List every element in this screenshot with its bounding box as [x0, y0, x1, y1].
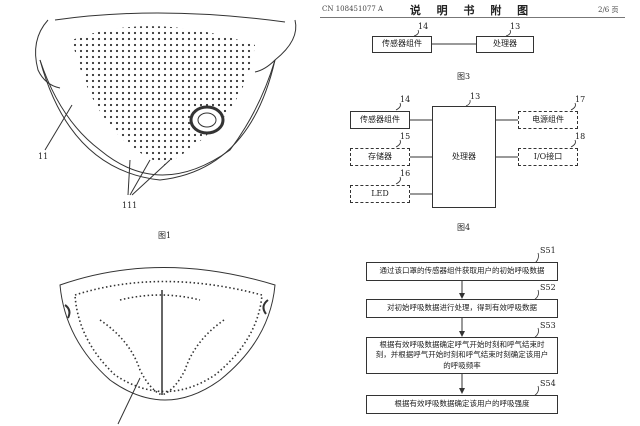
fig3-processor-label: 处理器	[493, 39, 517, 49]
figure3-caption: 图3	[457, 72, 471, 81]
step-s53-text: 根据有效呼吸数据确定呼气开始时刻和呼气结束时刻，并根据呼气开始时刻和呼气结束时刻…	[375, 340, 549, 370]
fig4-storage-label: 存储器	[368, 151, 392, 161]
fig4-storage-num: 15	[400, 132, 411, 141]
fig4-led-label: LED	[371, 188, 389, 198]
fig3-leaders	[413, 29, 511, 37]
figure4-caption: 图4	[457, 223, 471, 232]
fig4-io-box: I/O接口	[518, 148, 578, 166]
step-s54-id: S54	[540, 379, 556, 388]
step-s51-id: S51	[540, 246, 556, 255]
patent-number: CN 108451077 A	[322, 5, 384, 13]
header-rule	[320, 17, 625, 18]
mask-inner-drawing	[59, 267, 276, 425]
step-s52-box: 对初始呼吸数据进行处理，得到有效呼吸数据	[366, 299, 558, 318]
fig4-connectors	[410, 119, 518, 195]
step-s54-box: 根据有效呼吸数据确定该用户的呼吸强度	[366, 395, 558, 414]
fig3-processor-num: 13	[510, 22, 521, 31]
step-s53-id: S53	[540, 321, 556, 330]
fig4-led-num: 16	[400, 169, 411, 178]
fig4-processor-num: 13	[470, 92, 481, 101]
fig4-sensor-box: 传感器组件	[350, 111, 410, 129]
fig4-leaders	[395, 99, 576, 185]
label-breathing-holes: 111	[122, 201, 138, 210]
figure1-caption: 图1	[158, 231, 172, 240]
fig4-sensor-label: 传感器组件	[360, 114, 400, 124]
step-s51-box: 通过该口罩的传感器组件获取用户的初始呼吸数据	[366, 262, 558, 281]
label-mask-body: 11	[38, 152, 49, 161]
fig3-sensor-label: 传感器组件	[382, 39, 422, 49]
fig4-processor-label: 处理器	[452, 151, 476, 161]
step-s52-id: S52	[540, 283, 556, 292]
fig4-sensor-num: 14	[400, 95, 411, 104]
step-s53-box: 根据有效呼吸数据确定呼气开始时刻和呼气结束时刻，并根据呼气开始时刻和呼气结束时刻…	[366, 337, 558, 374]
fig4-storage-box: 存储器	[350, 148, 410, 166]
step-s54-text: 根据有效呼吸数据确定该用户的呼吸强度	[394, 399, 530, 409]
step-s51-text: 通过该口罩的传感器组件获取用户的初始呼吸数据	[379, 266, 545, 276]
fig4-io-num: 18	[575, 132, 586, 141]
step-s52-text: 对初始呼吸数据进行处理，得到有效呼吸数据	[387, 303, 537, 313]
fig4-led-box: LED	[350, 185, 410, 203]
fig4-power-label: 电源组件	[532, 114, 564, 124]
fig3-sensor-box: 传感器组件	[372, 36, 432, 53]
page-number: 2/6 页	[598, 6, 619, 14]
fig4-power-box: 电源组件	[518, 111, 578, 129]
mask-front-drawing	[35, 12, 297, 196]
fig3-processor-box: 处理器	[476, 36, 534, 53]
fig4-io-label: I/O接口	[533, 151, 563, 161]
fig3-sensor-num: 14	[418, 22, 429, 31]
fig4-processor-box: 处理器	[432, 106, 496, 208]
page-title: 说 明 书 附 图	[409, 4, 535, 17]
fig4-power-num: 17	[575, 95, 586, 104]
